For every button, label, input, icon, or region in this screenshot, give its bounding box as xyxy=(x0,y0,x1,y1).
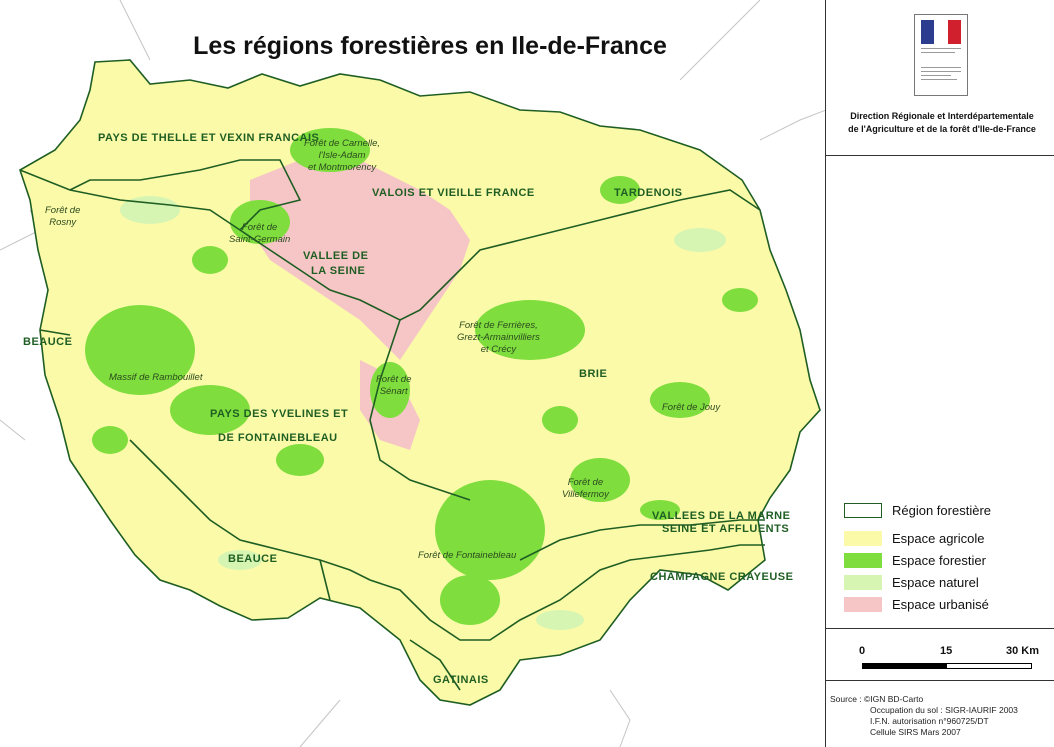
organization-line: de l'Agriculture et de la forêt d'Ile-de… xyxy=(848,124,1036,134)
region-label-tardenois: TARDENOIS xyxy=(614,187,683,199)
tricolor-flag-icon xyxy=(921,20,961,44)
legend-swatch xyxy=(844,597,882,612)
region-label-gatinais: GATINAIS xyxy=(433,674,489,686)
region-label-vallee-seine-1: VALLEE DE xyxy=(303,250,369,262)
map-panel: Les régions forestières en Ile-de-France… xyxy=(0,0,826,747)
forest-label-line: Forêt de xyxy=(376,374,412,385)
legend-label: Espace urbanisé xyxy=(892,597,989,612)
forest-label-line: Rosny xyxy=(49,217,77,228)
forest-label-fontainebleau: Forêt de Fontainebleau xyxy=(418,550,516,562)
legend-label: Espace naturel xyxy=(892,575,979,590)
forest-label-line: Sénart xyxy=(379,386,408,397)
forest-label-line: et Crécy xyxy=(480,344,517,355)
urban-area xyxy=(250,150,470,360)
scale-label-mid: 15 xyxy=(940,645,953,657)
legend-label: Espace forestier xyxy=(892,553,986,568)
source-line: Source : ©IGN BD-Carto xyxy=(830,694,924,704)
side-panel: Direction Régionale et Interdépartementa… xyxy=(826,0,1054,747)
forest-label-carnelle: Forêt de Carnelle, l'Isle-Adam et Montmo… xyxy=(304,138,380,174)
forest-region-boundaries xyxy=(19,159,765,691)
forest-label-line: Forêt de xyxy=(45,205,81,216)
forest-label-line: et Montmorency xyxy=(307,162,377,173)
region-label-beauce-south: BEAUCE xyxy=(228,553,278,565)
scale-bar-fill xyxy=(863,664,947,668)
forest-label-line: Massif de Rambouillet xyxy=(109,372,203,383)
forest-label-line: Forêt de Ferrières, xyxy=(459,320,538,331)
organization-name: Direction Régionale et Interdépartementa… xyxy=(830,110,1054,136)
forest-label-line: Villefermoy xyxy=(562,489,609,500)
source-line: I.F.N. autorisation n°960725/DT xyxy=(870,716,989,726)
region-label-yvelines-1: PAYS DES YVELINES ET xyxy=(210,408,349,420)
legend-swatch xyxy=(844,553,882,568)
forest-label-rambouillet: Massif de Rambouillet xyxy=(109,372,202,384)
region-label-vallee-seine-2: LA SEINE xyxy=(311,265,366,277)
forest-label-line: Saint-Germain xyxy=(229,234,291,245)
forest-label-line: Forêt de Carnelle, xyxy=(304,138,381,149)
source-line: Cellule SIRS Mars 2007 xyxy=(870,727,961,737)
forest-label-villefermoy: Forêt de Villefermoy xyxy=(562,477,609,501)
region-label-brie: BRIE xyxy=(579,368,608,380)
forest-label-senart: Forêt de Sénart xyxy=(376,374,411,398)
legend: Région forestière Espace agricole Espace… xyxy=(826,495,1054,629)
ile-de-france-outline xyxy=(19,59,821,706)
scale-bar xyxy=(862,663,1032,669)
legend-label: Région forestière xyxy=(892,503,991,518)
scale-label-zero: 0 xyxy=(859,645,866,657)
forest-label-ferrieres: Forêt de Ferrières, Grezt-Armainvilliers… xyxy=(457,320,540,356)
scale-bar-box: 0 15 30 Km xyxy=(826,629,1054,681)
region-label-valois: VALOIS ET VIEILLE FRANCE xyxy=(372,187,535,199)
forest-label-line: Forêt de xyxy=(241,222,278,233)
region-label-marne-2: SEINE ET AFFLUENTS xyxy=(662,523,790,535)
forest-label-line: l'Isle-Adam xyxy=(318,150,366,161)
forest-label-rosny: Forêt de Rosny xyxy=(45,205,80,229)
legend-swatch xyxy=(844,503,882,518)
republique-francaise-logo xyxy=(914,14,968,96)
outside-boundaries xyxy=(0,0,825,747)
organization-line: Direction Régionale et Interdépartementa… xyxy=(850,111,1034,121)
logo-box: Direction Régionale et Interdépartementa… xyxy=(826,0,1054,156)
forest-label-line: Forêt de Fontainebleau xyxy=(418,550,517,561)
legend-swatch xyxy=(844,531,882,546)
region-label-champagne: CHAMPAGNE CRAYEUSE xyxy=(650,571,794,583)
region-label-yvelines-2: DE FONTAINEBLEAU xyxy=(218,432,338,444)
legend-label: Espace agricole xyxy=(892,531,985,546)
source-credits: Source : ©IGN BD-Carto Occupation du sol… xyxy=(830,694,1018,738)
scale-label-max: 30 Km xyxy=(1006,645,1040,657)
forest-label-saint-germain: Forêt de Saint-Germain xyxy=(229,222,290,246)
forest-label-line: Grezt-Armainvilliers xyxy=(457,332,540,343)
forest-label-line: Forêt de Jouy xyxy=(662,402,721,413)
region-label-thelle: PAYS DE THELLE ET VEXIN FRANCAIS xyxy=(98,132,320,144)
natural-patches xyxy=(120,196,726,630)
legend-swatch xyxy=(844,575,882,590)
map-canvas xyxy=(0,0,825,747)
forest-label-jouy: Forêt de Jouy xyxy=(662,402,720,414)
region-label-beauce-west: BEAUCE xyxy=(23,336,73,348)
forest-label-line: Forêt de xyxy=(567,477,604,488)
map-title: Les régions forestières en Ile-de-France xyxy=(193,32,667,60)
source-line: Occupation du sol : SIGR-IAURIF 2003 xyxy=(870,705,1018,715)
region-label-marne-1: VALLEES DE LA MARNE xyxy=(652,510,791,522)
